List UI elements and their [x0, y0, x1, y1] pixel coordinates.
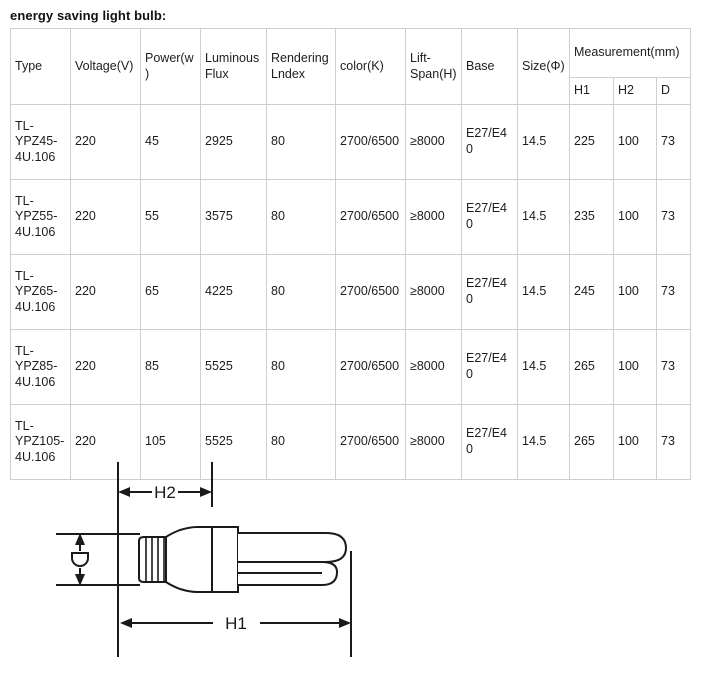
table-body: TL-YPZ45-4U.106 220 45 2925 80 2700/6500… — [10, 104, 692, 480]
cell-color: 2700/6500 — [335, 329, 406, 405]
cell-h2: 100 — [613, 254, 657, 330]
cell-h1: 225 — [569, 104, 614, 180]
cell-base: E27/E40 — [461, 104, 518, 180]
cell-luminous-flux: 5525 — [200, 329, 267, 405]
column-header-rendering-index: Rendering Lndex — [266, 28, 336, 105]
cell-color: 2700/6500 — [335, 104, 406, 180]
cell-life-span: ≥8000 — [405, 404, 462, 480]
column-header-power: Power(w) — [140, 28, 201, 105]
column-header-voltage: Voltage(V) — [70, 28, 141, 105]
diameter-dimension-arrow — [75, 533, 85, 586]
cell-luminous-flux: 4225 — [200, 254, 267, 330]
cell-rendering-index: 80 — [266, 254, 336, 330]
page-title: energy saving light bulb: — [10, 8, 167, 23]
cell-life-span: ≥8000 — [405, 179, 462, 255]
cell-color: 2700/6500 — [335, 254, 406, 330]
cell-rendering-index: 80 — [266, 104, 336, 180]
column-header-type: Type — [10, 28, 71, 105]
cell-size: 14.5 — [517, 179, 570, 255]
cell-power: 45 — [140, 104, 201, 180]
cell-voltage: 220 — [70, 104, 141, 180]
cell-luminous-flux: 3575 — [200, 179, 267, 255]
h1-dimension-arrow — [120, 618, 351, 628]
cell-luminous-flux: 2925 — [200, 104, 267, 180]
cell-type: TL-YPZ105-4U.106 — [10, 404, 71, 480]
table-header-row-secondary: H1 H2 D — [11, 77, 692, 105]
column-header-luminous-flux: Luminous Flux — [200, 28, 267, 105]
column-header-color: color(K) — [335, 28, 406, 105]
table-row: TL-YPZ45-4U.106 220 45 2925 80 2700/6500… — [10, 104, 692, 180]
cell-type: TL-YPZ55-4U.106 — [10, 179, 71, 255]
cell-h1: 245 — [569, 254, 614, 330]
cell-h2: 100 — [613, 404, 657, 480]
cell-base: E27/E40 — [461, 179, 518, 255]
cell-d: 73 — [655, 404, 692, 480]
cell-base: E27/E40 — [461, 254, 518, 330]
cell-voltage: 220 — [70, 329, 141, 405]
table-row: TL-YPZ65-4U.106 220 65 4225 80 2700/6500… — [10, 254, 692, 330]
bulb-housing-body — [211, 526, 239, 593]
h2-dimension-label: H2 — [154, 483, 176, 502]
bulb-housing-neck — [165, 526, 213, 593]
cell-life-span: ≥8000 — [405, 254, 462, 330]
glass-tube-outer — [238, 532, 348, 563]
cell-h2: 100 — [613, 329, 657, 405]
cell-base: E27/E40 — [461, 329, 518, 405]
table-row: TL-YPZ85-4U.106 220 85 5525 80 2700/6500… — [10, 329, 692, 405]
cell-type: TL-YPZ85-4U.106 — [10, 329, 71, 405]
column-header-measurement: Measurement(mm) — [568, 28, 692, 78]
cell-color: 2700/6500 — [335, 179, 406, 255]
cell-d: 73 — [655, 179, 692, 255]
cell-h2: 100 — [613, 179, 657, 255]
bulb-diagram-svg: H2 H — [56, 462, 352, 657]
cell-d: 73 — [655, 329, 692, 405]
cell-size: 14.5 — [517, 254, 570, 330]
specifications-table: Type Voltage(V) Power(w) Luminous Flux R… — [10, 28, 692, 480]
cell-rendering-index: 80 — [266, 404, 336, 480]
cell-h1: 265 — [569, 404, 614, 480]
cell-d: 73 — [655, 254, 692, 330]
bulb-dimension-diagram: H2 H — [0, 445, 722, 674]
cell-h2: 100 — [613, 104, 657, 180]
h1-dimension-label: H1 — [225, 614, 247, 633]
cell-voltage: 220 — [70, 179, 141, 255]
cell-type: TL-YPZ65-4U.106 — [10, 254, 71, 330]
diameter-symbol-icon — [71, 552, 89, 567]
column-header-h2: H2 — [613, 77, 657, 105]
cell-h1: 265 — [569, 329, 614, 405]
cell-size: 14.5 — [517, 404, 570, 480]
cell-rendering-index: 80 — [266, 179, 336, 255]
cell-life-span: ≥8000 — [405, 104, 462, 180]
cell-power: 55 — [140, 179, 201, 255]
table-row: TL-YPZ55-4U.106 220 55 3575 80 2700/6500… — [10, 179, 692, 255]
table-row: TL-YPZ105-4U.106 220 105 5525 80 2700/65… — [10, 404, 692, 480]
cell-type: TL-YPZ45-4U.106 — [10, 104, 71, 180]
cell-power: 65 — [140, 254, 201, 330]
cell-h1: 235 — [569, 179, 614, 255]
cell-d: 73 — [655, 104, 692, 180]
column-header-life-span: Lift-Span(H) — [405, 28, 462, 105]
cell-voltage: 220 — [70, 254, 141, 330]
table-header: Type Voltage(V) Power(w) Luminous Flux R… — [10, 28, 692, 105]
table-header-row-primary: Type Voltage(V) Power(w) Luminous Flux R… — [10, 28, 692, 105]
h2-dimension-arrow — [118, 487, 212, 497]
column-header-size: Size(Φ) — [517, 28, 570, 105]
cell-size: 14.5 — [517, 329, 570, 405]
column-header-d: D — [655, 77, 692, 105]
spec-table-container: Type Voltage(V) Power(w) Luminous Flux R… — [0, 28, 722, 480]
cell-voltage: 220 — [70, 404, 141, 480]
cell-base: E27/E40 — [461, 404, 518, 480]
cell-life-span: ≥8000 — [405, 329, 462, 405]
cell-power: 85 — [140, 329, 201, 405]
column-header-h1: H1 — [569, 77, 614, 105]
column-header-base: Base — [461, 28, 518, 105]
cell-size: 14.5 — [517, 104, 570, 180]
cell-rendering-index: 80 — [266, 329, 336, 405]
